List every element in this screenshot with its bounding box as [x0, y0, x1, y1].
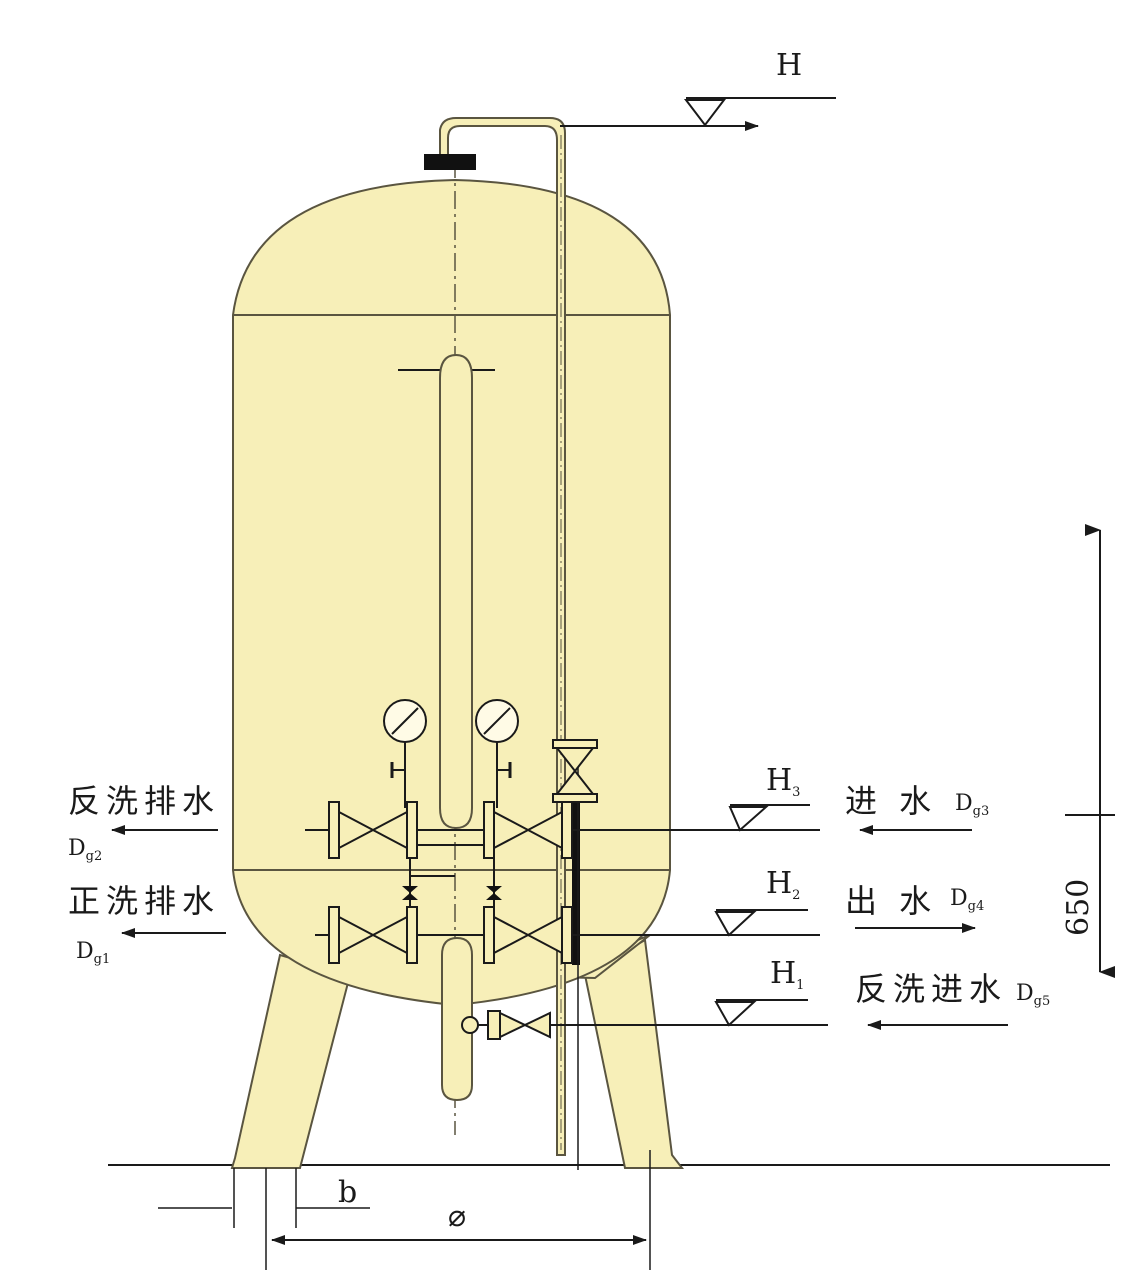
gate-valve-icon — [461, 1010, 551, 1040]
backwash-drain-label: 反洗排水 — [68, 782, 220, 820]
pressure-gauge-icon — [383, 699, 427, 808]
inlet-label: 进 水 — [845, 782, 937, 820]
height-dimension-label: 650 — [1061, 879, 1096, 936]
h1-label: H1 — [770, 956, 804, 993]
base-dimension-lines — [158, 1150, 651, 1270]
top-level-label: H — [776, 48, 802, 83]
distributor-pipe — [439, 353, 473, 830]
diameter-label: ⌀ — [448, 1199, 466, 1234]
level-triangle-icon — [714, 909, 808, 937]
forward-wash-drain-label: 正洗排水 — [68, 882, 220, 920]
small-valve-icon — [402, 858, 455, 912]
vent-pipe — [439, 117, 566, 1156]
top-vent-cap — [424, 154, 476, 170]
small-valve-icon — [486, 858, 502, 912]
level-triangle-icon — [683, 97, 836, 127]
forward-wash-drain-dg-label: Dg1 — [76, 939, 110, 967]
side-riser-pipe — [572, 780, 580, 965]
outlet-dg-label: Dg4 — [950, 886, 984, 914]
backwash-inlet-dg-label: Dg5 — [1016, 981, 1050, 1009]
h3-label: H3 — [766, 763, 800, 800]
top-side-valve — [552, 739, 598, 803]
lower-collector-pipe — [441, 936, 473, 1102]
inlet-dg-label: Dg3 — [955, 791, 989, 819]
outlet-label: 出 水 — [845, 882, 937, 920]
pressure-gauge-icon — [475, 699, 519, 808]
level-triangle-icon — [728, 804, 810, 832]
h2-label: H2 — [766, 866, 800, 903]
level-triangle-icon — [714, 999, 808, 1027]
leg-width-label: b — [338, 1175, 357, 1210]
backwash-inlet-label: 反洗进水 — [855, 970, 1007, 1008]
backwash-drain-dg-label: Dg2 — [68, 836, 102, 864]
